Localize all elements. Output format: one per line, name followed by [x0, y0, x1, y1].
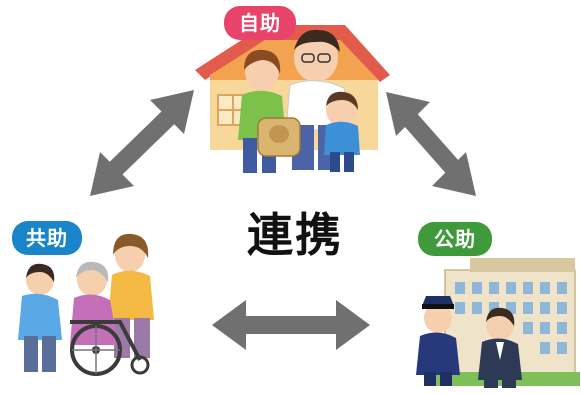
arrow-self-public: [386, 92, 476, 196]
family-house-illustration: [195, 25, 390, 173]
label-public-help: 公助: [418, 222, 492, 256]
arrow-mutual-public: [212, 300, 370, 350]
label-self-help: 自助: [224, 6, 296, 40]
officials-building-illustration: [416, 258, 580, 388]
label-mutual-help: 共助: [12, 221, 82, 255]
center-label: 連携: [247, 208, 343, 262]
arrow-self-mutual: [90, 90, 194, 196]
